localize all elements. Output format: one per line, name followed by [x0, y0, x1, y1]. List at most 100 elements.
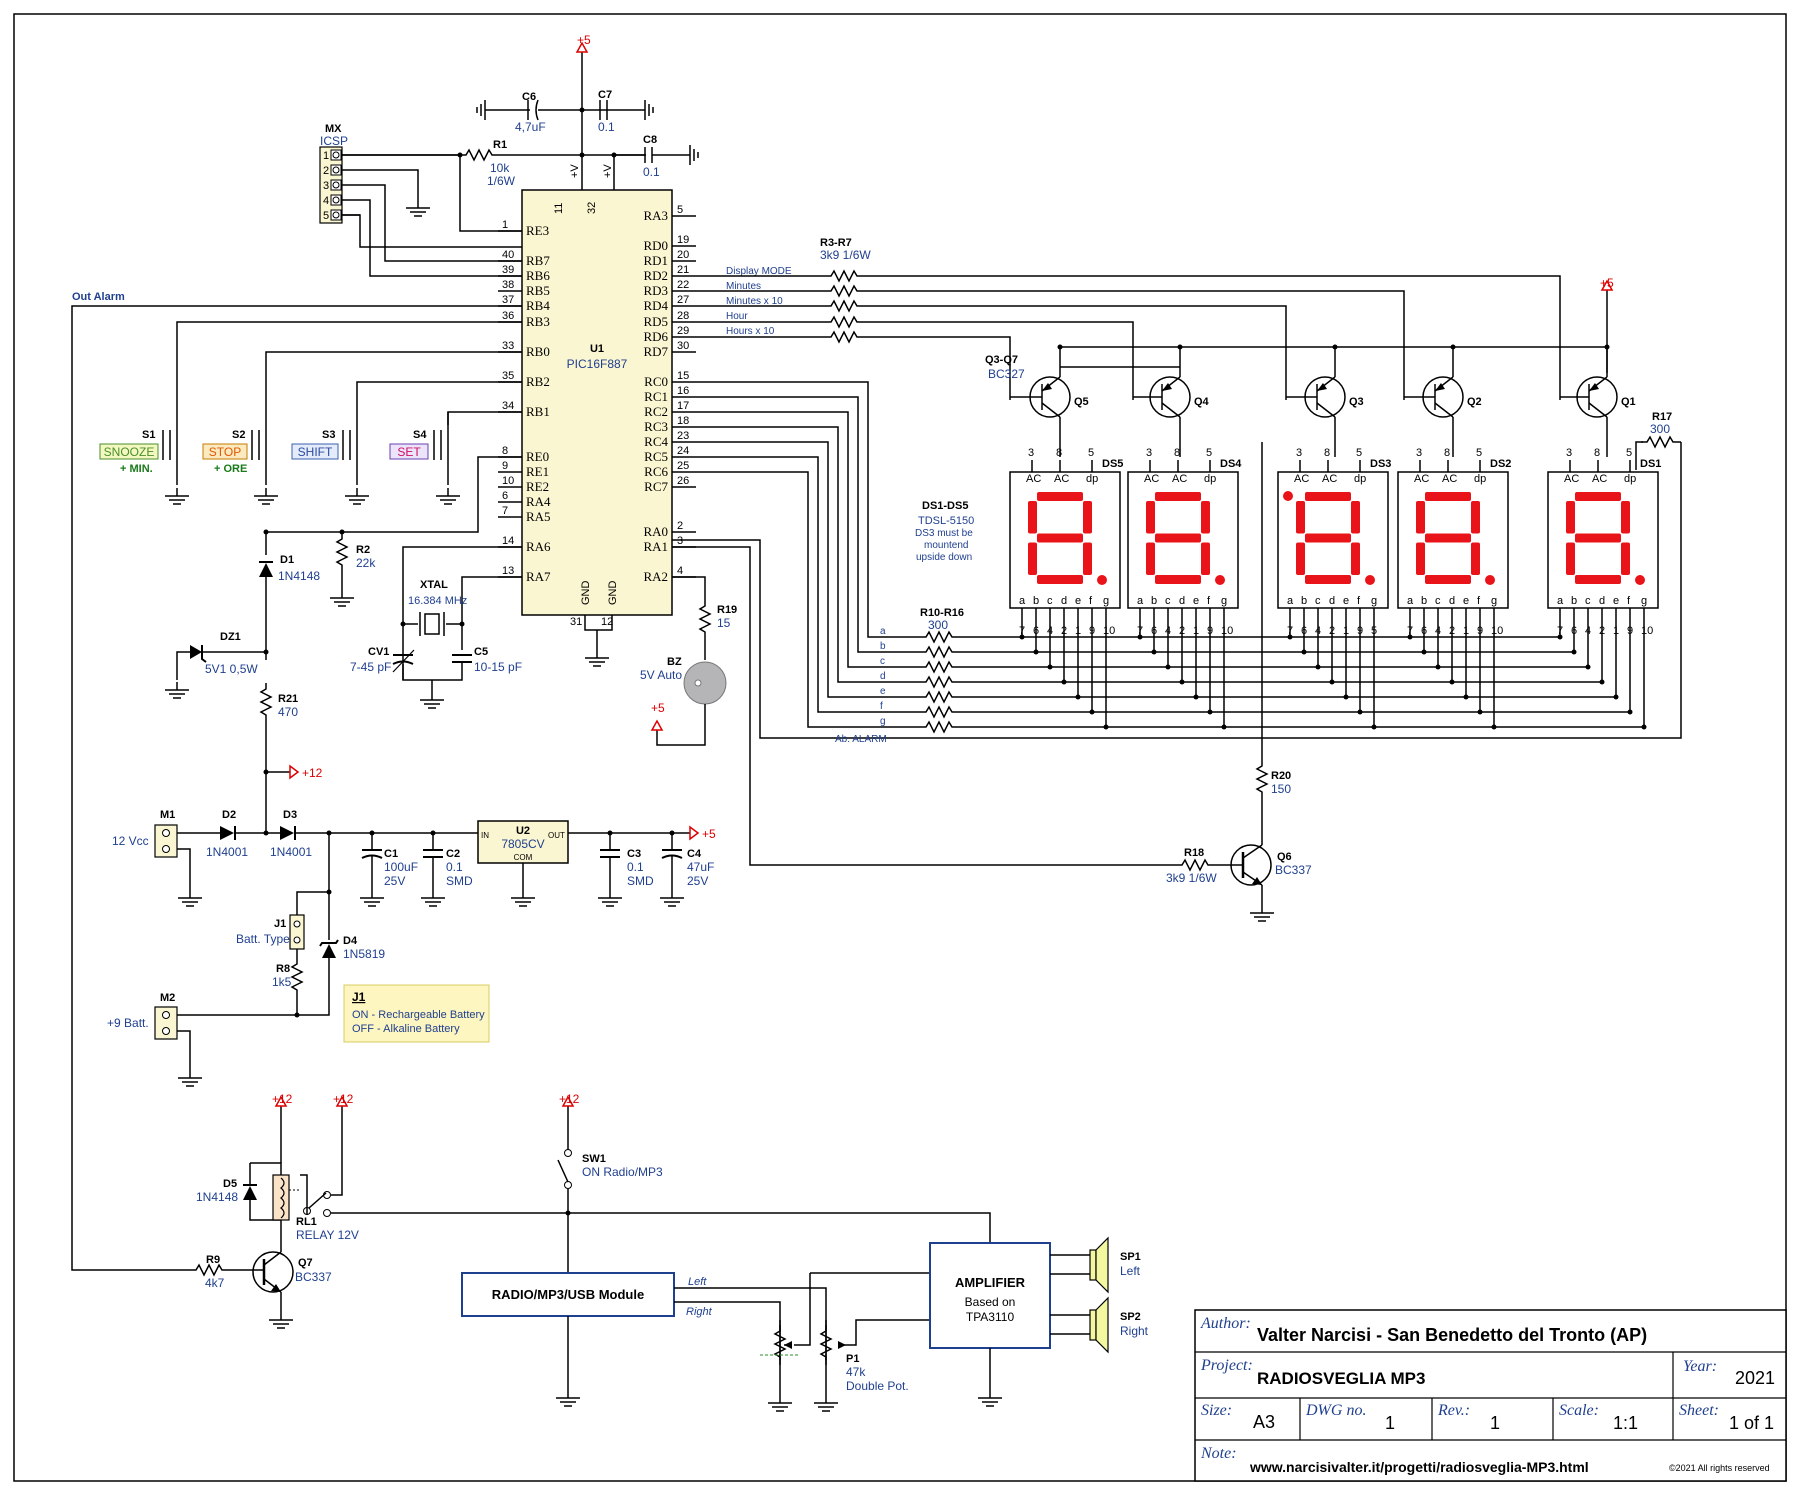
mcu-pin-name: RD2	[643, 268, 668, 283]
radio-left-label: Left	[688, 1276, 707, 1288]
tb-note-label: Note:	[1200, 1445, 1237, 1462]
title-block: Author: Valter Narcisi - San Benedetto d…	[1194, 1309, 1787, 1482]
mcu-top-pin-num: 11	[553, 203, 565, 214]
display-pin-number: 3	[1566, 447, 1572, 459]
sp2-val: Right	[1120, 1324, 1149, 1338]
display-pin-name: g	[1103, 595, 1109, 607]
mcu-pin-name: RB2	[526, 374, 550, 389]
p1-ref: P1	[846, 1353, 859, 1365]
mcu-top-pin-num: 32	[586, 202, 598, 214]
segment-net-label: c	[880, 656, 885, 667]
mcu-pin-number: 1	[502, 219, 508, 231]
segment-net-label: f	[880, 701, 883, 712]
mcu-pin-number: 7	[502, 505, 508, 517]
display-segment	[1425, 533, 1471, 543]
mcu-pin-number: 30	[677, 340, 689, 352]
s1-sub: + MIN.	[120, 463, 153, 475]
c8-ref: C8	[643, 134, 657, 146]
j1-note-title: J1	[352, 990, 366, 1004]
mcu-pin-number: 38	[502, 279, 514, 291]
seven-segment-displays: 3AC8AC5dpDS5a7b6c4d2e1f9g103AC8AC5dpDS4a…	[1009, 447, 1661, 637]
display-segment	[1037, 492, 1083, 501]
s2-label: STOP	[209, 445, 241, 459]
tb-note: www.narcisivalter.it/progetti/radiosvegl…	[1249, 1459, 1589, 1475]
r2-ref: R2	[356, 544, 370, 556]
m1-val: 12 Vcc	[112, 834, 149, 848]
display-pin-name: c	[1315, 595, 1321, 607]
c4-ref: C4	[687, 848, 702, 860]
r1-val2: 1/6W	[487, 174, 516, 188]
display-segment	[1201, 542, 1210, 575]
mcu-pin-name: RC2	[644, 404, 668, 419]
rl1-ref: RL1	[296, 1216, 317, 1228]
display-segment	[1083, 542, 1092, 575]
r21-val: 470	[278, 705, 298, 719]
c1-val: 100uF	[384, 860, 418, 874]
c2-ref: C2	[446, 848, 460, 860]
mcu-pin-number: 20	[677, 249, 689, 261]
display-segment	[1296, 501, 1305, 534]
display-pin-name: g	[1491, 595, 1497, 607]
radio-right-label: Right	[686, 1306, 713, 1318]
mx-pin-number: 2	[323, 165, 329, 177]
mcu-gnd-pin-num: 12	[601, 616, 613, 628]
display-pin-name: AC	[1026, 473, 1041, 485]
display-segment	[1028, 501, 1037, 534]
c2-val: 0.1	[446, 860, 463, 874]
segment-net-label: a	[880, 626, 886, 637]
mcu-pin-number: 16	[677, 385, 689, 397]
display-pin-name: f	[1627, 595, 1631, 607]
display-pin-name: g	[1641, 595, 1647, 607]
net-display-mode: Display MODE	[726, 266, 792, 277]
q6-circuit: R20 150 R18 3k9 1/6W Q6 BC337	[672, 442, 1312, 922]
xtal-ref: XTAL	[420, 579, 448, 591]
tb-rev-label: Rev.:	[1437, 1402, 1470, 1419]
ds-note-line: TDSL-5150	[918, 515, 974, 527]
tb-sheet: 1 of 1	[1729, 1413, 1774, 1433]
r8-val: 1k5	[272, 975, 292, 989]
segment-net-label: g	[880, 716, 886, 727]
display-pin-number: 3	[1146, 447, 1152, 459]
pwr-label-12v: +12	[333, 1092, 354, 1106]
display-pin-name: dp	[1624, 473, 1636, 485]
display-segment	[1155, 575, 1201, 584]
display-pin-number: 8	[1324, 447, 1330, 459]
mcu-pin-number: 40	[502, 249, 514, 261]
c8-val: 0.1	[643, 165, 660, 179]
mx-name: ICSP	[320, 134, 348, 148]
mcu-pin-name: RA6	[526, 539, 551, 554]
display-segment	[1083, 501, 1092, 534]
mcu-pin-name: RC5	[644, 449, 668, 464]
mcu-gnd-pin: GND	[607, 581, 619, 606]
display-pin-name: e	[1193, 595, 1199, 607]
mcu-pin-number: 5	[677, 204, 683, 216]
segment-net-label: d	[880, 671, 886, 682]
display-pin-name: c	[1165, 595, 1171, 607]
display-pin-name: dp	[1474, 473, 1486, 485]
display-pin-name: c	[1435, 595, 1441, 607]
display-pin-number: 8	[1174, 447, 1180, 459]
display-pin-number: 10	[1103, 625, 1115, 637]
display-segment	[1575, 533, 1621, 543]
tb-scale-label: Scale:	[1559, 1402, 1599, 1419]
mcu-pin-number: 26	[677, 475, 689, 487]
ds-note-line: DS3 must be	[915, 528, 973, 539]
display-pin-name: AC	[1564, 473, 1579, 485]
display-pin-name: g	[1371, 595, 1377, 607]
r20-val: 150	[1271, 782, 1291, 796]
tb-copyright: ©2021 All rights reserved	[1669, 1463, 1770, 1473]
display-pin-name: b	[1571, 595, 1577, 607]
audio-section: +12 SW1 ON Radio/MP3 RADIO/MP3/USB Modul…	[461, 1092, 1149, 1412]
mcu-pin-name: RA7	[526, 569, 551, 584]
cv1-ref: CV1	[368, 646, 389, 658]
display-pin-number: 5	[1088, 447, 1094, 459]
m2-val: +9 Batt.	[107, 1016, 149, 1030]
display-segment	[1351, 542, 1360, 575]
j1-note-line1: ON - Rechargeable Battery	[352, 1009, 485, 1021]
display-pin-name: c	[1047, 595, 1053, 607]
pwr-label-12v: +12	[302, 766, 323, 780]
m1-ref: M1	[160, 809, 175, 821]
amp-line2: Based on	[965, 1295, 1016, 1309]
display-segment	[1471, 542, 1480, 575]
